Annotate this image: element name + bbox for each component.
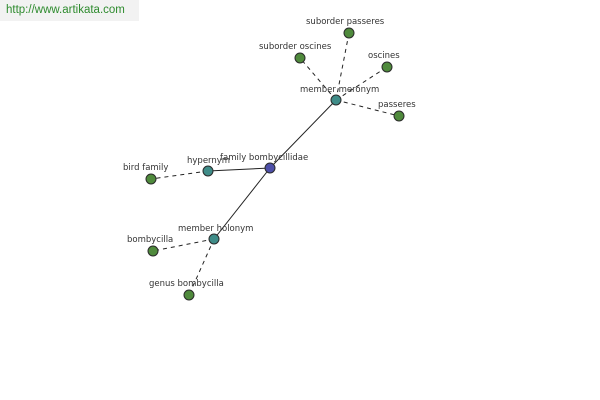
edge-family-bombycillidae-to-hypernym (207, 167, 271, 172)
node-label-family-bombycillidae: family bombycillidae (220, 153, 308, 163)
node-member-meronym[interactable]: member meronym (300, 85, 379, 106)
node-suborder-oscines[interactable]: suborder oscines (259, 42, 332, 64)
node-label-member-holonym: member holonym (178, 224, 253, 234)
node-dot-hypernym[interactable] (202, 165, 214, 177)
edge-member-holonym-to-genus-bombycilla (188, 238, 215, 296)
node-genus-bombycilla[interactable]: genus bombycilla (149, 279, 224, 301)
nodes-layer: family bombycillidae member meronym hypern… (123, 17, 416, 301)
node-label-member-meronym: member meronym (300, 85, 379, 95)
node-dot-member-meronym[interactable] (330, 94, 342, 106)
edge-member-meronym-to-passeres (335, 99, 400, 117)
edge-member-meronym-to-oscines (335, 66, 388, 101)
node-bombycilla[interactable]: bombycilla (127, 235, 173, 257)
node-label-oscines: oscines (368, 51, 400, 61)
node-dot-oscines[interactable] (381, 61, 393, 73)
node-dot-passeres[interactable] (393, 110, 405, 122)
edges-layer (150, 32, 400, 296)
edge-family-bombycillidae-to-member-holonym (213, 167, 271, 240)
node-label-passeres: passeres (378, 100, 416, 110)
node-label-bombycilla: bombycilla (127, 235, 173, 245)
node-member-holonym[interactable]: member holonym (178, 224, 253, 245)
node-label-hypernym: hypernym (187, 156, 230, 166)
edge-family-bombycillidae-to-member-meronym (269, 99, 337, 169)
node-passeres[interactable]: passeres (378, 100, 416, 122)
edge-member-holonym-to-bombycilla (152, 238, 215, 252)
edge-member-meronym-to-suborder-passeres (335, 32, 350, 101)
node-bird-family[interactable]: bird family (123, 163, 168, 185)
node-dot-bombycilla[interactable] (147, 245, 159, 257)
node-oscines[interactable]: oscines (368, 51, 400, 73)
node-suborder-passeres[interactable]: suborder passeres (306, 17, 385, 39)
node-label-bird-family: bird family (123, 163, 168, 173)
node-family-bombycillidae[interactable]: family bombycillidae (220, 153, 308, 174)
node-dot-member-holonym[interactable] (208, 233, 220, 245)
edge-member-meronym-to-suborder-oscines (299, 57, 337, 101)
node-hypernym[interactable]: hypernym (187, 156, 230, 177)
node-dot-family-bombycillidae[interactable] (264, 162, 276, 174)
source-url-link[interactable]: http://www.artikata.com (0, 0, 139, 21)
node-label-suborder-oscines: suborder oscines (259, 42, 332, 52)
edge-hypernym-to-bird-family (150, 170, 209, 180)
node-dot-suborder-oscines[interactable] (294, 52, 306, 64)
node-label-genus-bombycilla: genus bombycilla (149, 279, 224, 289)
node-dot-suborder-passeres[interactable] (343, 27, 355, 39)
node-label-suborder-passeres: suborder passeres (306, 17, 385, 27)
node-dot-genus-bombycilla[interactable] (183, 289, 195, 301)
node-dot-bird-family[interactable] (145, 173, 157, 185)
